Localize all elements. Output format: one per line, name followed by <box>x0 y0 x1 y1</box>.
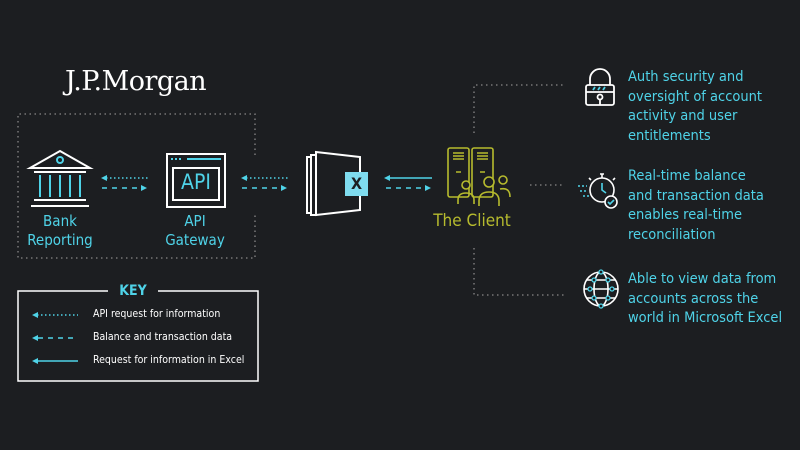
excel-workbook-icon <box>306 150 368 217</box>
feature-real-time-balance: Real-time balance and transaction data e… <box>628 167 798 245</box>
key-line-samples <box>32 312 78 364</box>
lock-icon <box>585 68 615 106</box>
key-item-api-request: API request for information <box>93 308 221 320</box>
key-title: KEY <box>108 283 158 299</box>
globe-network-icon <box>583 269 619 309</box>
feature-line: enables real-time <box>628 207 743 223</box>
feature-line: Real-time balance <box>628 168 746 184</box>
label-line: Bank <box>43 212 77 230</box>
feature-line: accounts across the <box>628 290 759 307</box>
jpmorgan-logo: J.P.Morgan <box>65 66 207 97</box>
feature-line: reconciliation <box>628 226 716 243</box>
api-icon-text: API <box>181 170 211 194</box>
bank-reporting-label: Bank Reporting <box>10 212 110 250</box>
api-gateway-label: API Gateway <box>145 212 245 250</box>
arrows-bank-api <box>101 175 148 191</box>
feature-line: and transaction data <box>628 187 764 204</box>
feature-global-view: Able to view data from accounts across t… <box>628 270 798 329</box>
feature-auth-security: Auth security and oversight of account a… <box>628 68 798 146</box>
api-gateway-icon <box>166 153 226 208</box>
excel-icon-letter: X <box>350 174 363 193</box>
label-line: API <box>184 212 206 230</box>
feature-line: Able to view data from <box>628 271 777 287</box>
jpmorgan-boundary <box>17 113 256 259</box>
key-item-excel-request: Request for information in Excel <box>93 354 245 366</box>
feature-line: world in Microsoft Excel <box>628 310 783 326</box>
feature-line: entitlements <box>628 127 711 144</box>
feature-line: oversight of account <box>628 88 762 105</box>
client-servers-people-icon <box>447 147 511 206</box>
bank-icon <box>26 149 94 207</box>
arrows-excel-client <box>384 175 432 191</box>
feature-line: Auth security and <box>628 69 744 85</box>
feature-connectors <box>473 84 565 296</box>
label-line: Gateway <box>165 231 225 249</box>
client-label: The Client <box>433 211 511 231</box>
arrows-api-excel <box>241 175 288 191</box>
key-item-balance-data: Balance and transaction data <box>93 331 233 343</box>
label-line: Reporting <box>27 231 93 249</box>
feature-line: activity and user <box>628 108 738 124</box>
stopwatch-check-icon <box>578 173 618 209</box>
